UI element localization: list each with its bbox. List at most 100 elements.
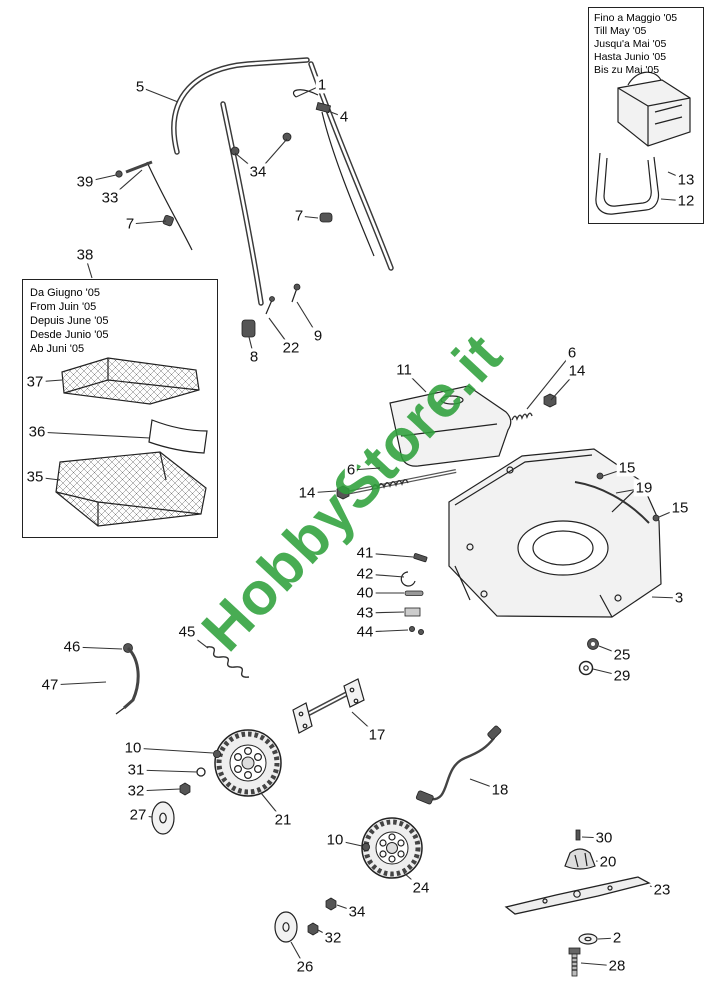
leader-line-38 [84, 254, 93, 279]
leader-line-6 [526, 352, 573, 410]
leader-line-30 [581, 836, 605, 839]
bolt-15-b [652, 514, 660, 522]
grass-catcher-art [55, 357, 208, 527]
engine-cover-11 [389, 385, 557, 467]
nut-34-bottom [325, 897, 337, 911]
throttle-lever-4 [315, 102, 332, 114]
lever-46-47 [115, 643, 140, 715]
leader-line-33 [109, 169, 143, 199]
screw-44-a [408, 626, 415, 633]
leader-line-23 [649, 885, 663, 891]
leader-line-44 [364, 629, 409, 633]
note-line: From Juin '05 [30, 301, 97, 313]
note-box-from-june-05: Da Giugno '05 From Juin '05 Depuis June … [22, 279, 218, 538]
deck-housing-3 [448, 448, 662, 618]
leader-line-41 [364, 552, 414, 558]
leader-line-24 [403, 872, 422, 889]
disc-27 [151, 801, 175, 835]
pin-40 [404, 590, 424, 596]
bolt-30 [575, 829, 581, 841]
screw-39 [115, 170, 123, 178]
leader-line-42 [364, 573, 405, 578]
leader-line-15 [658, 507, 681, 518]
bolt-10-right [361, 843, 370, 852]
leader-line-5 [139, 86, 179, 103]
wheel-21 [214, 729, 282, 797]
nut-32-left [179, 782, 191, 796]
note-line: Bis zu Mai '05 [594, 64, 660, 76]
leader-line-25 [598, 645, 623, 656]
leader-line-19 [615, 487, 645, 494]
cable-clamp-7-right [319, 212, 333, 223]
note-line: Da Giugno '05 [30, 287, 100, 299]
wheel-21-hardware [151, 750, 221, 835]
washer-2 [578, 933, 598, 945]
cable-18 [415, 725, 502, 805]
nut-14-bottom [336, 485, 350, 500]
washer-29 [578, 660, 594, 676]
axle-17 [292, 678, 365, 734]
leader-line-26 [290, 941, 306, 968]
leader-line-32 [135, 788, 181, 792]
leader-line-3 [651, 596, 680, 599]
leader-line-22 [268, 317, 292, 349]
leader-line-45 [186, 631, 209, 649]
leader-line-2 [597, 937, 618, 940]
blade-23 [504, 876, 651, 915]
leader-line-43 [364, 611, 405, 614]
leader-line-12 [660, 198, 687, 202]
screw-22 [269, 296, 275, 302]
note-line: Depuis June '05 [30, 315, 109, 327]
bolt-41 [413, 553, 428, 563]
leader-line-39 [84, 174, 117, 183]
leader-line-10 [132, 747, 214, 754]
small-parts-column [400, 553, 428, 636]
bolt-10-left [212, 750, 221, 759]
leader-line-15 [602, 467, 628, 477]
leader-line-18 [469, 778, 501, 791]
bracket-42 [400, 571, 416, 587]
leader-line-6 [350, 467, 381, 471]
leader-line-47 [49, 681, 107, 686]
leader-line-9 [296, 301, 319, 337]
note-line: Desde Junio '05 [30, 329, 109, 341]
leader-line-14 [550, 370, 578, 401]
leader-line-31 [135, 769, 198, 773]
note-line: Jusqu'a Mai '05 [594, 38, 667, 50]
bolt-34-a [230, 146, 240, 156]
leader-line-17 [351, 711, 378, 736]
leader-line-1 [295, 84, 323, 98]
note-line: Fino a Maggio '05 [594, 12, 678, 24]
blade-holder-20 [564, 848, 596, 870]
leader-line-35 [34, 476, 61, 481]
blade-assembly [504, 829, 651, 977]
wheel-24 [361, 817, 423, 879]
leader-line-27 [137, 814, 153, 818]
bolt-34-b [282, 132, 292, 142]
nut-32-bottom [307, 922, 319, 936]
leader-line-7 [298, 215, 319, 219]
handle-rods-15-19 [574, 472, 660, 524]
leader-line-34 [234, 152, 259, 173]
bag-frame-12 [595, 152, 660, 215]
leader-line-32 [317, 929, 334, 939]
leader-line-20 [595, 860, 609, 863]
leader-line-10 [334, 839, 363, 847]
catcher-frame-36 [148, 419, 208, 454]
drive-shaft [336, 469, 457, 500]
leader-line-28 [580, 962, 618, 967]
screw-44-b [417, 629, 424, 636]
lever-arm-47 [123, 646, 140, 710]
leader-line-14 [306, 490, 337, 494]
block-43 [404, 607, 421, 617]
screw-9 [293, 283, 301, 291]
leader-line-46 [71, 646, 123, 650]
spring-6-top [511, 412, 533, 421]
leader-line-34 [257, 138, 288, 173]
grass-bag-13 [617, 79, 691, 147]
rod-19 [574, 481, 650, 524]
lever-33 [125, 160, 153, 174]
leader-line-8 [248, 336, 255, 358]
